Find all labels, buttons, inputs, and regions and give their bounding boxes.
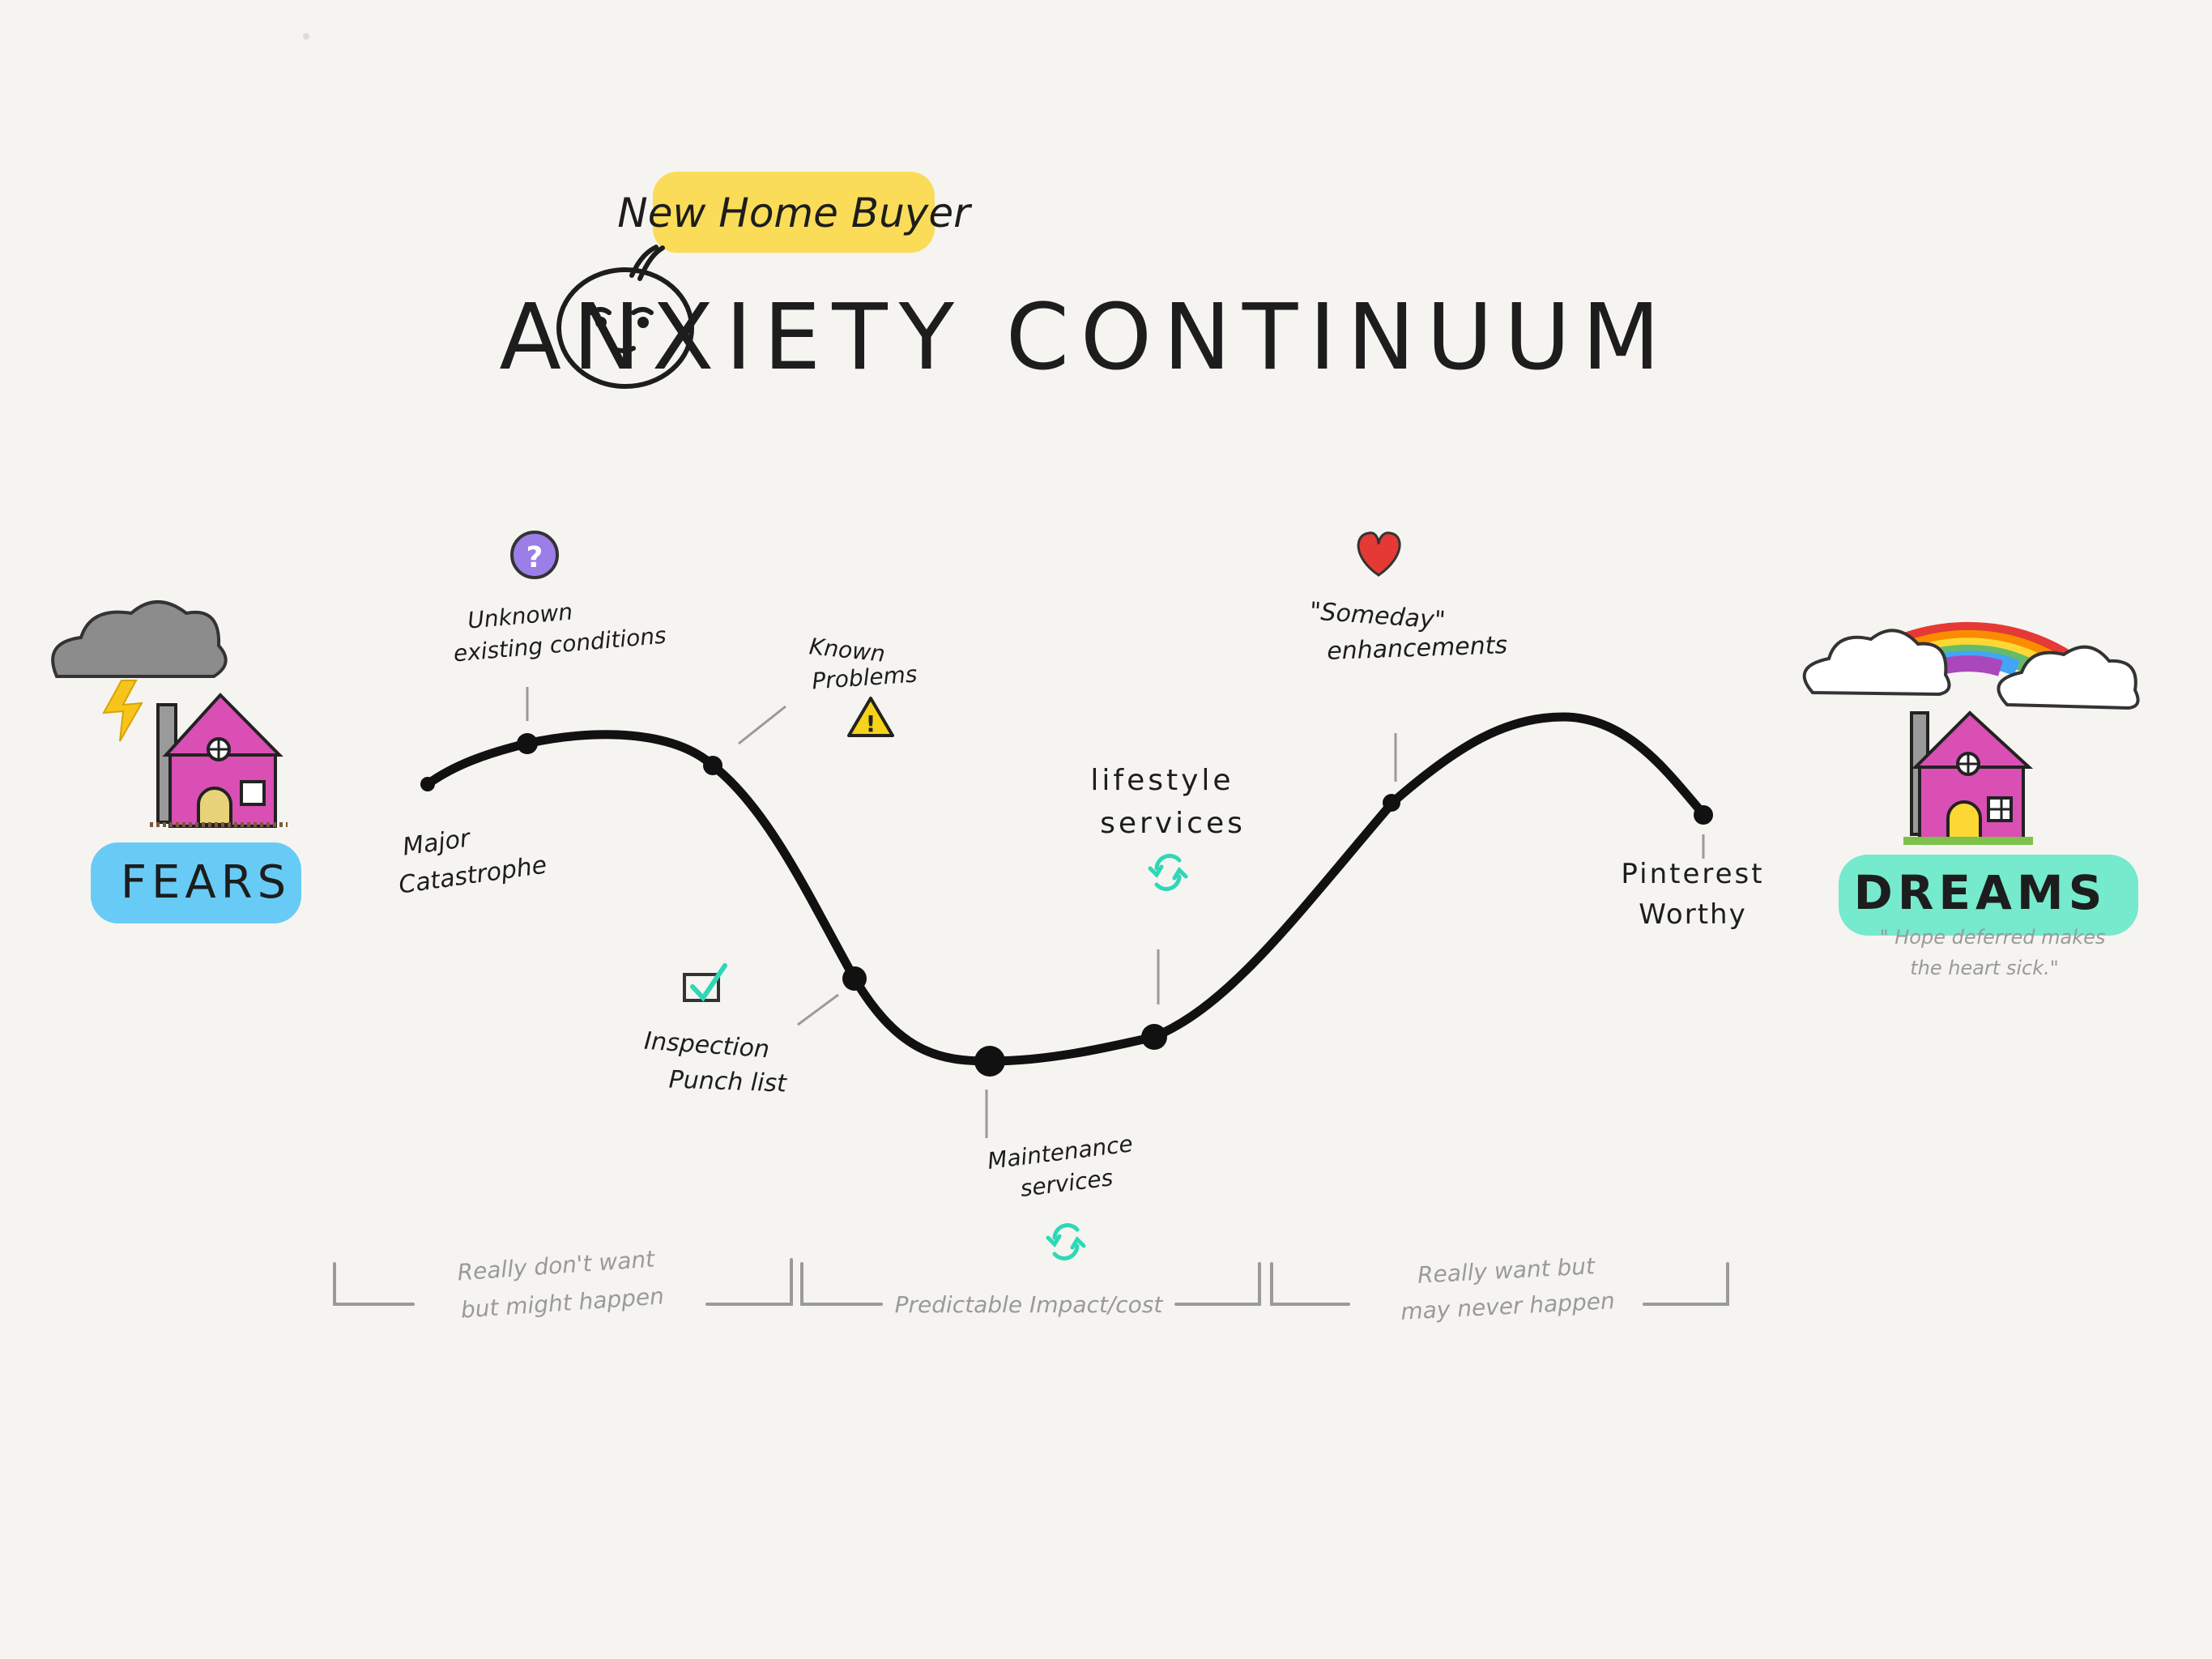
point-unknown-conditions xyxy=(517,733,538,754)
point-pinterest xyxy=(1694,805,1713,825)
label-pinterest-2: Worthy xyxy=(1639,898,1746,931)
point-known-problems xyxy=(703,756,722,775)
label-someday-2: enhancements xyxy=(1327,631,1508,666)
label-inspection-1: Inspection xyxy=(643,1027,770,1064)
connectors xyxy=(526,687,1705,1138)
label-unknown-conditions-1: Unknown xyxy=(467,598,573,633)
point-labels: Major Catastrophe Unknown existing condi… xyxy=(397,597,1764,1202)
bracket-middle-a xyxy=(800,1262,883,1306)
curve-points xyxy=(420,733,1713,1077)
label-lifestyle-2: services xyxy=(1100,807,1246,840)
label-someday-1: "Someday" xyxy=(1309,597,1447,635)
cycle-icon xyxy=(1148,854,1188,891)
baby-face-icon xyxy=(556,245,694,389)
warning-icon: ! xyxy=(847,697,894,737)
point-lifestyle xyxy=(1141,1024,1167,1050)
label-maintenance-2: services xyxy=(1019,1164,1115,1202)
point-someday xyxy=(1383,794,1400,812)
house-icon xyxy=(150,693,288,828)
label-lifestyle-1: lifestyle xyxy=(1090,764,1234,797)
bracket-middle-b xyxy=(1174,1262,1261,1306)
anxiety-curve xyxy=(423,712,1708,1066)
bracket-left-line2: but might happen xyxy=(460,1282,665,1323)
bracket-right-a xyxy=(1270,1262,1350,1306)
lightning-bolt-icon xyxy=(102,680,143,742)
cloud-left-icon xyxy=(1802,629,1951,697)
quote-line-2: the heart sick." xyxy=(1910,957,2059,979)
subtitle-highlight xyxy=(653,172,935,253)
bracket-left-b xyxy=(705,1258,793,1306)
fears-label: FEARS xyxy=(121,856,291,909)
dreams-section: DREAMS " Hope deferred makes the heart s… xyxy=(1802,621,2140,979)
subtitle: New Home Buyer xyxy=(617,190,973,237)
dreams-highlight xyxy=(1839,855,2138,936)
label-pinterest-1: Pinterest xyxy=(1621,858,1764,890)
bracket-right-b xyxy=(1643,1262,1729,1306)
point-major-catastrophe xyxy=(420,777,435,791)
question-icon: ? xyxy=(510,531,559,579)
bracket-middle-line1: Predictable Impact/cost xyxy=(895,1291,1164,1318)
bracket-right-line1: Really want but xyxy=(1417,1252,1596,1288)
label-major-catastrophe-1: Major xyxy=(401,824,473,861)
svg-text:!: ! xyxy=(866,710,876,737)
label-known-problems-2: Problems xyxy=(811,661,918,695)
dreams-label: DREAMS xyxy=(1854,865,2108,920)
cycle-icon xyxy=(1046,1223,1086,1260)
point-inspection xyxy=(842,966,867,991)
label-inspection-2: Punch list xyxy=(668,1065,788,1098)
fears-highlight xyxy=(91,842,301,923)
svg-text:?: ? xyxy=(526,541,543,574)
checkbox-icon xyxy=(683,963,727,1002)
header: New Home Buyer ANXIETY CONTINUUM xyxy=(499,172,1671,390)
stray-dot xyxy=(303,33,309,40)
label-maintenance-1: Maintenance xyxy=(986,1130,1134,1175)
quote-line-1: " Hope deferred makes xyxy=(1880,926,2106,949)
bracket-left-a xyxy=(333,1262,415,1306)
bracket-labels: Really don't want but might happen Predi… xyxy=(457,1245,1616,1324)
page-title: ANXIETY CONTINUUM xyxy=(499,285,1671,390)
cloud-right-icon xyxy=(1997,645,2140,710)
bracket-right-line2: may never happen xyxy=(1400,1287,1616,1325)
label-known-problems-1: Known xyxy=(808,633,887,667)
storm-cloud-icon xyxy=(51,600,228,678)
heart-icon xyxy=(1357,531,1401,577)
brackets xyxy=(333,1258,1729,1306)
fears-section: FEARS xyxy=(51,600,301,923)
bracket-left-line1: Really don't want xyxy=(457,1245,657,1286)
house-icon xyxy=(1903,710,2034,845)
point-maintenance xyxy=(974,1046,1005,1077)
